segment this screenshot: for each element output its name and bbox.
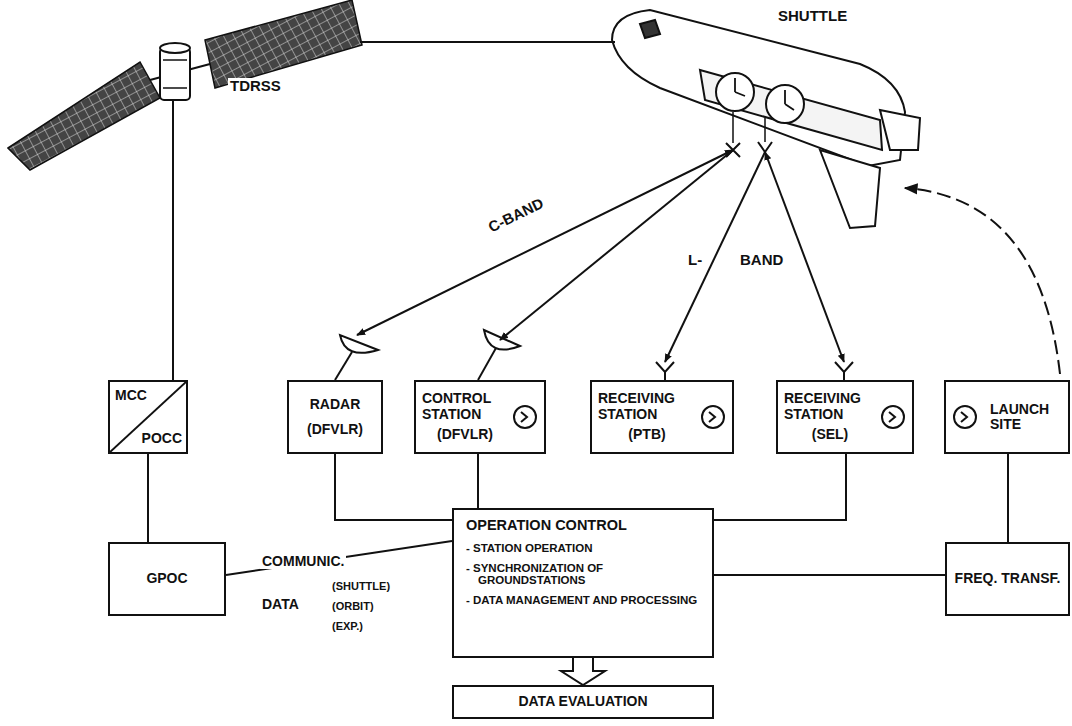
node-box: RECEIVING STATION (PTB) — [590, 380, 734, 454]
clock-icon — [952, 404, 978, 430]
node-box: CONTROL STATION (DFVLR) — [414, 380, 546, 454]
shuttle-drawing — [612, 10, 920, 228]
link-label: BAND — [738, 252, 785, 269]
connector — [335, 454, 452, 520]
link-label: C-BAND — [484, 194, 548, 237]
annotation-label: (ORBIT) — [330, 600, 376, 612]
box-label: MCC — [115, 388, 147, 403]
box-label: FREQ. TRANSF. — [955, 571, 1061, 586]
box-label: GPOC — [146, 571, 187, 586]
connector — [226, 541, 452, 575]
label-column: CONTROL STATION (DFVLR) — [422, 391, 508, 442]
drawn-object: TDRSS — [10, 0, 362, 200]
box-label: (PTB) — [598, 427, 696, 442]
clock-icon — [700, 404, 726, 430]
box-label: RECEIVING STATION — [598, 391, 694, 422]
box-label: (SEL) — [784, 427, 876, 442]
connector — [714, 574, 945, 576]
box-label: CONTROL STATION — [422, 391, 506, 422]
list-item: - SYNCHRONIZATION OF GROUNDSTATIONS — [466, 562, 700, 587]
connector — [500, 150, 733, 340]
box-label: DATA EVALUATION — [518, 694, 647, 709]
clock-icon — [880, 404, 906, 430]
node-box: RADAR (DFVLR) — [287, 380, 383, 454]
connector — [172, 100, 174, 380]
box-label: RADAR — [310, 397, 361, 412]
list-item: - STATION OPERATION — [466, 542, 700, 555]
drawn-object: SHUTTLE — [580, 0, 920, 232]
annotation-label: DATA — [260, 597, 301, 612]
node-box: LAUNCH SITE — [944, 380, 1070, 454]
node-box: OPERATION CONTROL - STATION OPERATION - SY… — [452, 508, 714, 658]
label-column: LAUNCH SITE — [982, 402, 1062, 433]
node-box: DATA EVALUATION — [452, 685, 714, 719]
object-label: TDRSS — [228, 78, 283, 95]
connector — [147, 454, 149, 542]
annotation-label: (SHUTTLE) — [330, 580, 392, 592]
node-box: MCC POCC — [108, 380, 188, 454]
label-column: RECEIVING STATION (SEL) — [784, 391, 876, 442]
label-column: RECEIVING STATION (PTB) — [598, 391, 696, 442]
box-label: (DFVLR) — [422, 427, 508, 442]
node-box: RECEIVING STATION (SEL) — [776, 380, 914, 454]
annotation-label: COMMUNIC. — [260, 554, 346, 569]
object-label: SHUTTLE — [776, 8, 849, 25]
box-heading: OPERATION CONTROL — [466, 518, 700, 534]
box-label: (DFVLR) — [307, 422, 363, 437]
launch-arrow — [905, 188, 1060, 374]
connector — [477, 454, 479, 508]
node-box: GPOC — [108, 542, 226, 616]
clock-icon — [512, 404, 538, 430]
box-label: RECEIVING STATION — [784, 391, 874, 422]
block-arrow — [561, 658, 605, 685]
list-item: - DATA MANAGEMENT AND PROCESSING — [466, 594, 700, 607]
connector — [360, 41, 615, 43]
antennas — [335, 330, 853, 380]
link-label: L- — [686, 252, 704, 269]
node-box: FREQ. TRANSF. — [945, 542, 1070, 616]
box-label: LAUNCH SITE — [990, 402, 1062, 433]
connector — [1007, 454, 1009, 542]
satellite-drawing — [8, 0, 362, 170]
connector — [357, 150, 733, 335]
connector — [714, 454, 846, 520]
box-label: POCC — [142, 431, 182, 446]
annotation-label: (EXP.) — [330, 620, 365, 632]
